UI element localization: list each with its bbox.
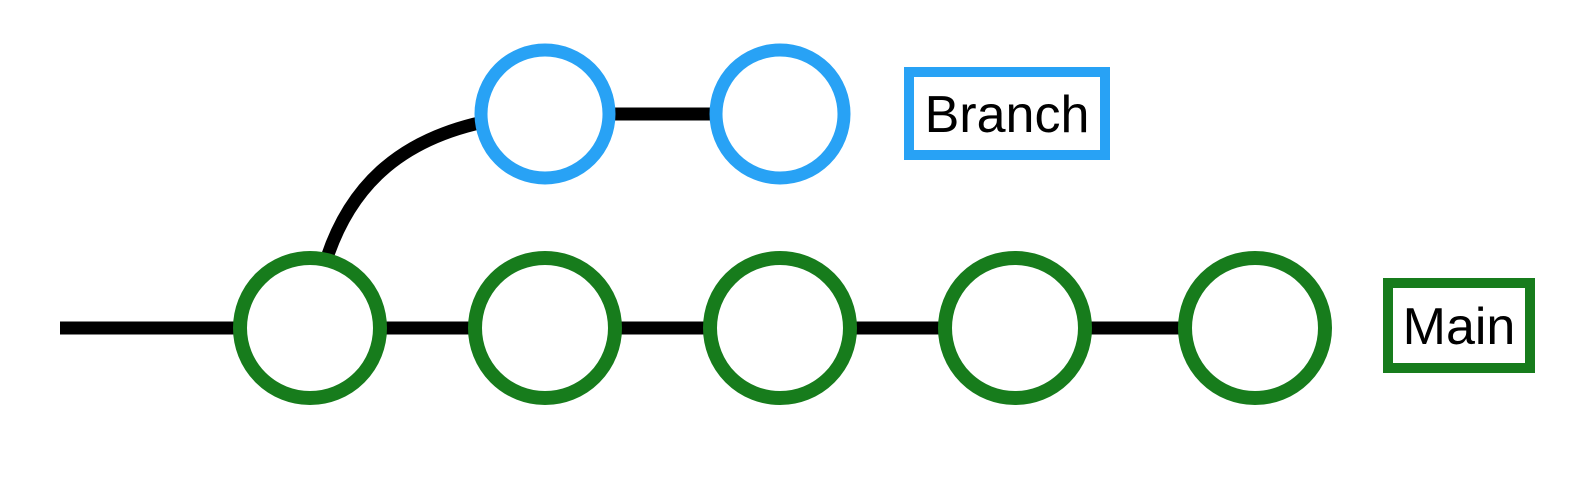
branch-commit-node (709, 43, 851, 185)
main-commit-node (1178, 251, 1332, 405)
branch-commit-node (474, 43, 616, 185)
main-label: Main (1403, 298, 1516, 356)
main-commit-node (233, 251, 387, 405)
branch-label-box (904, 67, 1110, 160)
main-commit-node (703, 251, 857, 405)
main-commit-node (938, 251, 1092, 405)
branch-label: Branch (925, 86, 1090, 144)
main-commit-node (468, 251, 622, 405)
main-label-box (1383, 278, 1535, 373)
